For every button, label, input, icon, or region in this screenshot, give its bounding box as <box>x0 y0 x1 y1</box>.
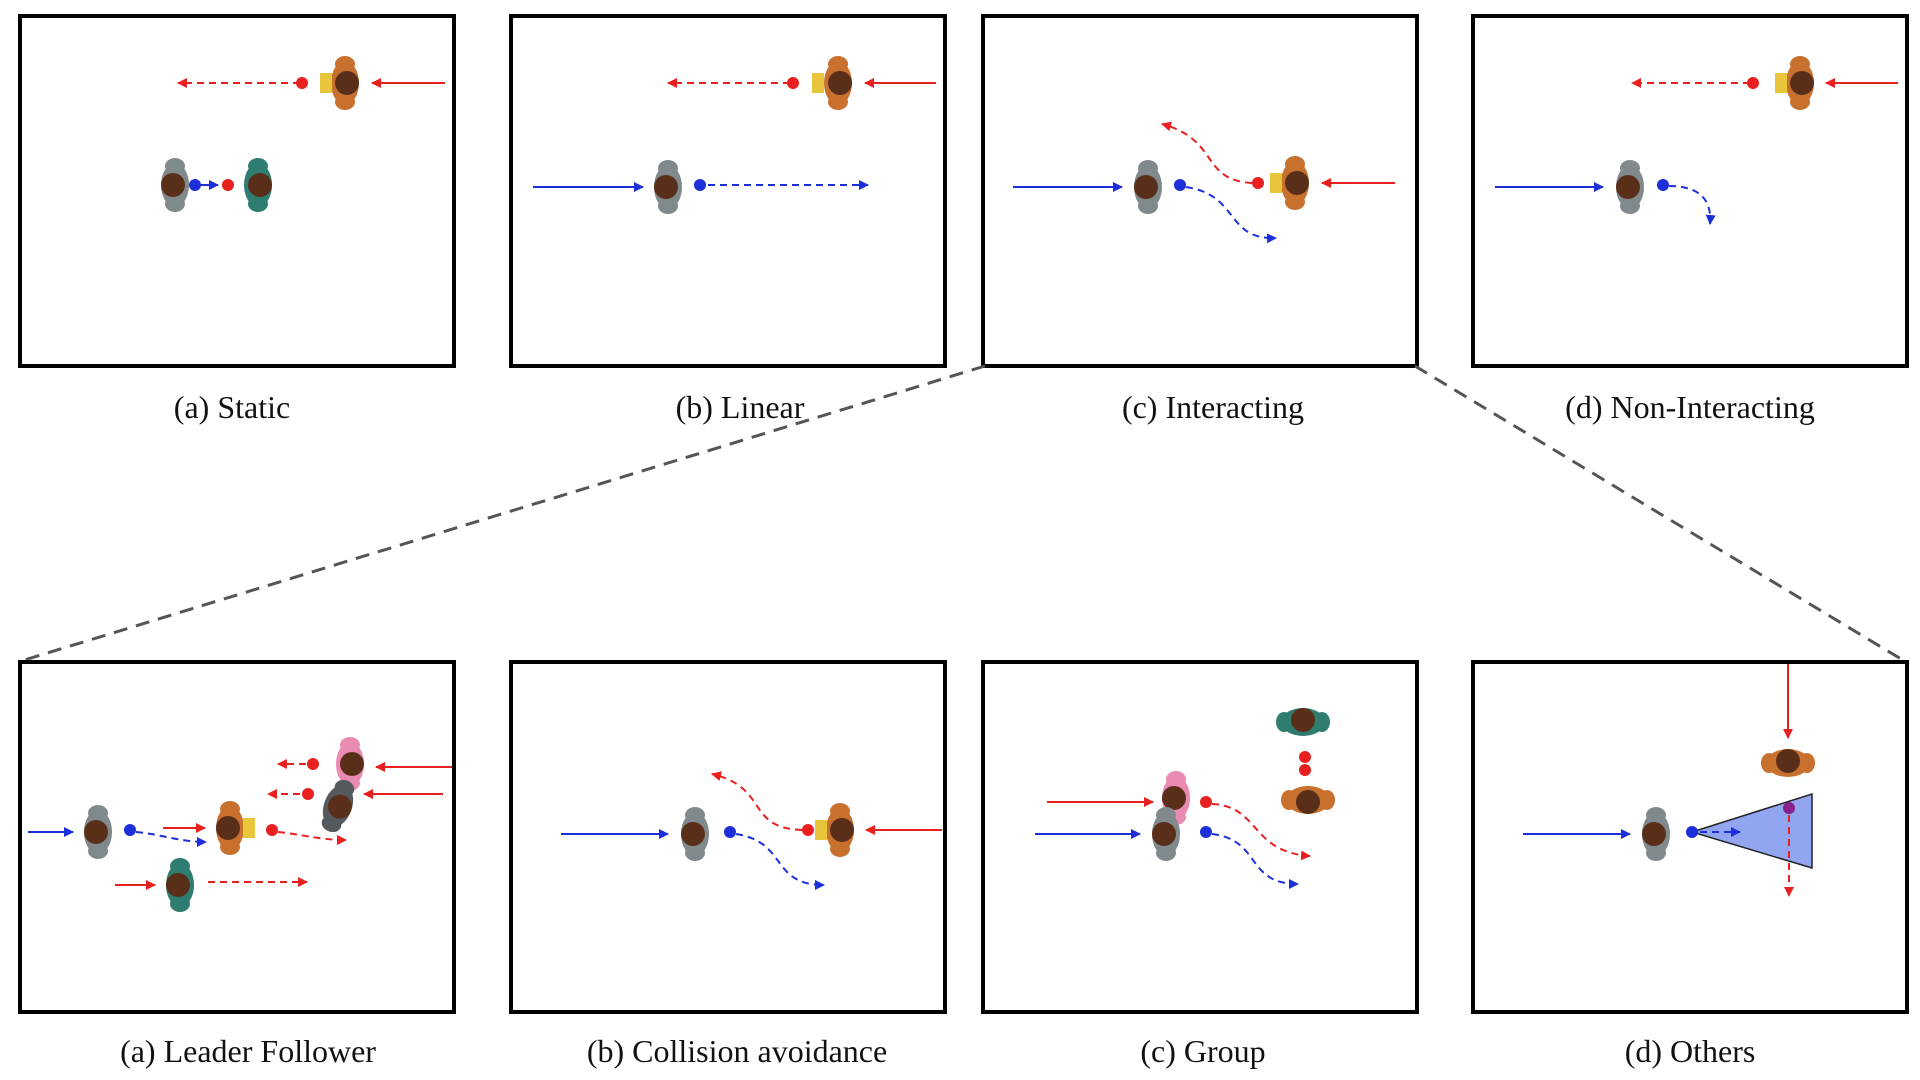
blue-future-curve <box>135 831 207 847</box>
blue-dot-icon <box>724 826 736 838</box>
panel-interacting <box>981 14 1419 368</box>
red-dot-icon <box>307 758 319 770</box>
person-icon <box>1616 160 1644 214</box>
person-icon <box>216 801 244 855</box>
blue-future-curve <box>1668 185 1716 225</box>
person-icon <box>84 805 112 859</box>
person-icon <box>1281 786 1335 814</box>
blue-dot-icon <box>124 824 136 836</box>
red-dot-icon <box>1299 751 1311 763</box>
red-future-curve <box>1211 803 1311 861</box>
shirt-icon <box>812 73 824 93</box>
person-icon <box>1761 749 1815 777</box>
red-dot-icon <box>302 788 314 800</box>
panel-frame <box>18 14 456 368</box>
zoom-connector-left <box>17 364 986 664</box>
panel-collision-avoidance <box>509 660 947 1014</box>
blue-dot-icon <box>1686 826 1698 838</box>
red-dot-icon <box>1252 177 1264 189</box>
person-icon <box>1152 807 1180 861</box>
panel-frame <box>981 660 1419 1014</box>
person-icon <box>1281 156 1309 210</box>
panel-others <box>1471 660 1909 1014</box>
panel-frame <box>981 14 1419 368</box>
panel-frame <box>1471 14 1909 368</box>
panel-linear <box>509 14 947 368</box>
shirt-icon <box>815 820 827 840</box>
caption-linear: (b) Linear <box>676 389 805 425</box>
panel-frame <box>1471 660 1909 1014</box>
panel-leader-follower <box>18 660 456 1014</box>
panel-frame <box>18 660 456 1014</box>
shirt-icon <box>1775 73 1787 93</box>
person-icon <box>161 158 189 212</box>
red-dot-icon <box>266 824 278 836</box>
red-dot-icon <box>1299 764 1311 776</box>
shirt-icon <box>1270 173 1282 193</box>
person-icon <box>1642 807 1670 861</box>
panel-frame <box>509 660 947 1014</box>
blue-future-curve <box>735 833 825 890</box>
red-dot-icon <box>222 179 234 191</box>
red-future-curve <box>1161 121 1253 184</box>
caption-interacting: (c) Interacting <box>1122 389 1304 425</box>
red-future-curve <box>711 771 803 831</box>
person-icon <box>1276 708 1330 736</box>
field-of-view-cone-icon <box>1689 792 1813 870</box>
blue-dot-icon <box>189 179 201 191</box>
red-dot-icon <box>787 77 799 89</box>
panel-group <box>981 660 1419 1014</box>
caption-non-interacting: (d) Non-Interacting <box>1565 389 1815 425</box>
purple-dot-icon <box>1783 802 1795 814</box>
panel-static <box>18 14 456 368</box>
blue-dot-icon <box>1200 826 1212 838</box>
caption-leader-follower: (a) Leader Follower <box>120 1033 376 1069</box>
person-icon <box>826 803 854 857</box>
person-icon <box>166 858 194 912</box>
red-dot-icon <box>296 77 308 89</box>
blue-dot-icon <box>694 179 706 191</box>
person-icon <box>1786 56 1814 110</box>
person-icon <box>1134 160 1162 214</box>
caption-static: (a) Static <box>174 389 290 425</box>
person-icon <box>654 160 682 214</box>
person-icon <box>681 807 709 861</box>
red-dot-icon <box>802 824 814 836</box>
blue-future-curve <box>1185 186 1277 244</box>
zoom-connector-right <box>1414 364 1907 664</box>
person-icon <box>244 158 272 212</box>
red-dot-icon <box>1747 77 1759 89</box>
blue-future-curve <box>1211 833 1299 889</box>
shirt-icon <box>243 818 255 838</box>
person-icon <box>824 56 852 110</box>
panel-frame <box>509 14 947 368</box>
caption-others: (d) Others <box>1625 1033 1756 1069</box>
caption-collision-avoidance: (b) Collision avoidance <box>587 1033 887 1069</box>
person-icon <box>331 56 359 110</box>
red-future-curve <box>277 831 347 845</box>
blue-dot-icon <box>1657 179 1669 191</box>
red-dot-icon <box>1200 796 1212 808</box>
panel-non-interacting <box>1471 14 1909 368</box>
shirt-icon <box>320 73 332 93</box>
blue-dot-icon <box>1174 179 1186 191</box>
caption-group: (c) Group <box>1140 1033 1265 1069</box>
